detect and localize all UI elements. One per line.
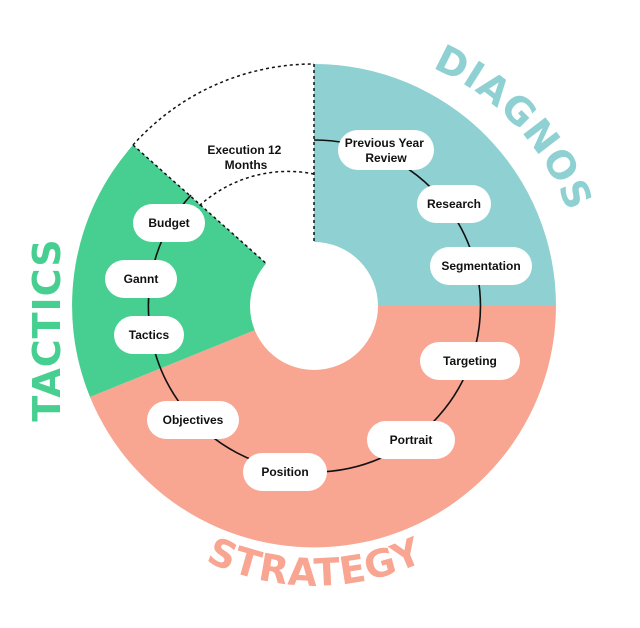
- node-position: Position: [243, 453, 327, 491]
- node-tactics: Tactics: [114, 316, 184, 354]
- node-previous-year-review-line2: Review: [365, 151, 407, 165]
- node-portrait-label: Portrait: [390, 433, 433, 447]
- node-previous-year-review-line1: Previous Year: [345, 136, 424, 150]
- node-segmentation: Segmentation: [430, 247, 532, 285]
- node-budget: Budget: [133, 204, 205, 242]
- node-tactics-label: Tactics: [129, 328, 170, 342]
- svg-text:Previous Year Review: Previous Year Review: [345, 136, 428, 165]
- execution-dotted-left-edge: [132, 144, 315, 307]
- tactics-section-label: TACTICS: [25, 238, 69, 421]
- node-research-label: Research: [427, 197, 481, 211]
- node-segmentation-label: Segmentation: [441, 259, 520, 273]
- node-position-label: Position: [261, 465, 308, 479]
- center-hole: [250, 242, 378, 370]
- execution-label-line1: Execution 12: [207, 143, 281, 157]
- node-objectives: Objectives: [147, 401, 239, 439]
- execution-sector: [133, 63, 314, 306]
- node-budget-label: Budget: [148, 216, 189, 230]
- node-gannt: Gannt: [105, 260, 177, 298]
- node-targeting-label: Targeting: [443, 354, 497, 368]
- node-research: Research: [417, 185, 491, 223]
- execution-dotted-inner-arc: [190, 170, 315, 215]
- execution-dotted-arc: [132, 63, 315, 146]
- node-targeting: Targeting: [420, 342, 520, 380]
- diagnosis-sector: [314, 64, 556, 306]
- execution-label-line2: Months: [225, 158, 268, 172]
- execution-label: Execution 12 Months: [207, 143, 284, 172]
- node-portrait: Portrait: [367, 421, 455, 459]
- node-previous-year-review: Previous Year Review: [338, 130, 434, 170]
- node-objectives-label: Objectives: [163, 413, 224, 427]
- node-gannt-label: Gannt: [124, 272, 159, 286]
